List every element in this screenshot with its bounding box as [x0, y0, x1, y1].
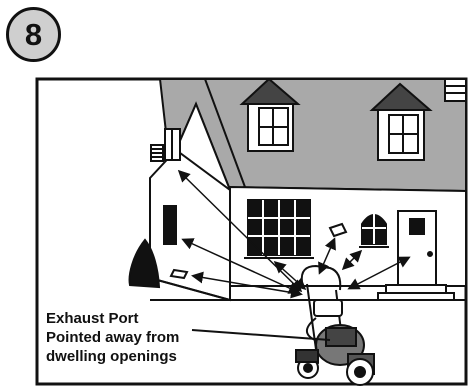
exhaust-port-caption: Exhaust Port Pointed away from dwelling … [44, 309, 181, 366]
chimney [445, 79, 466, 101]
side-window [164, 206, 176, 244]
house [130, 79, 466, 300]
main-roof [205, 79, 466, 191]
ground-vent [171, 270, 187, 278]
door-step [386, 285, 446, 293]
caption-line-2: Pointed away from [46, 328, 179, 347]
caption-line-1: Exhaust Port [46, 309, 179, 328]
caption-line-3: dwelling openings [46, 347, 179, 366]
